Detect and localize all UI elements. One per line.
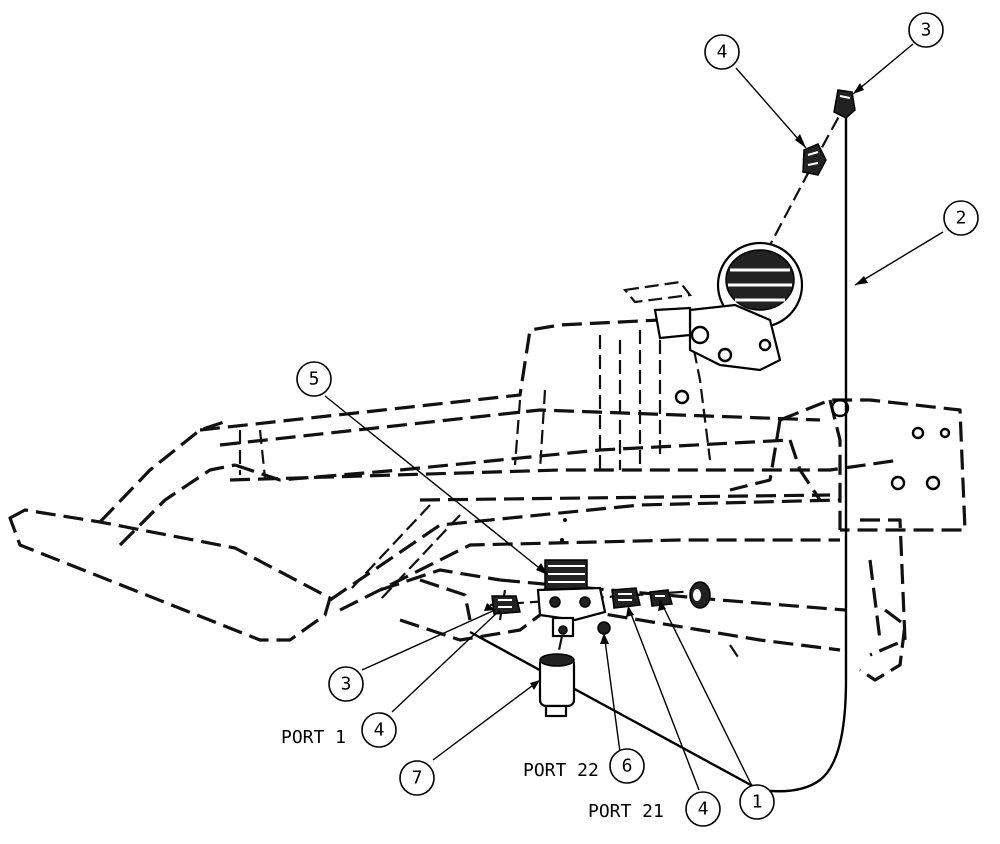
fitting-right-4: [611, 587, 641, 609]
svg-text:4: 4: [717, 42, 728, 63]
fitting-top-4: [802, 143, 827, 176]
svg-text:7: 7: [412, 768, 423, 789]
callout-bubble: 6: [609, 748, 645, 784]
frame-holes: [560, 389, 951, 542]
callout-bubble: 5: [296, 361, 332, 397]
callout-bubble: 4: [685, 791, 721, 827]
leader-arrowheads: [484, 83, 868, 690]
port-21-label: PORT 21: [588, 801, 664, 822]
svg-text:4: 4: [698, 799, 709, 820]
reservoir-assembly: [653, 241, 804, 372]
svg-text:3: 3: [341, 674, 352, 695]
callout-bubble: 4: [704, 34, 740, 70]
svg-text:4: 4: [374, 720, 385, 741]
plug-6: [597, 621, 611, 635]
callout-bubble: 4: [361, 712, 397, 748]
svg-text:6: 6: [622, 756, 633, 777]
port-22-label: PORT 22: [523, 760, 599, 781]
svg-text:1: 1: [752, 792, 763, 813]
chassis-frame: [8, 280, 967, 682]
valve-assembly: [536, 559, 607, 638]
callout-bubble: 7: [399, 760, 435, 796]
filter-axis-line: [556, 635, 564, 656]
callout-bubble: 3: [328, 666, 364, 702]
callout-bubble: 3: [908, 12, 944, 48]
callout-bubble: 2: [943, 200, 979, 236]
callout-bubble: 1: [739, 784, 775, 820]
leader-lines: [324, 43, 944, 791]
end-cap: [689, 581, 711, 609]
hose-line: [469, 118, 848, 793]
fitting-right-1: [649, 589, 673, 607]
filter-7: [538, 653, 576, 718]
svg-text:5: 5: [309, 369, 320, 390]
port-1-label: PORT 1: [281, 727, 346, 748]
svg-text:2: 2: [956, 208, 967, 229]
svg-text:3: 3: [921, 20, 932, 41]
fitting-top-3: [833, 89, 856, 119]
fitting-left-4: [491, 595, 521, 615]
